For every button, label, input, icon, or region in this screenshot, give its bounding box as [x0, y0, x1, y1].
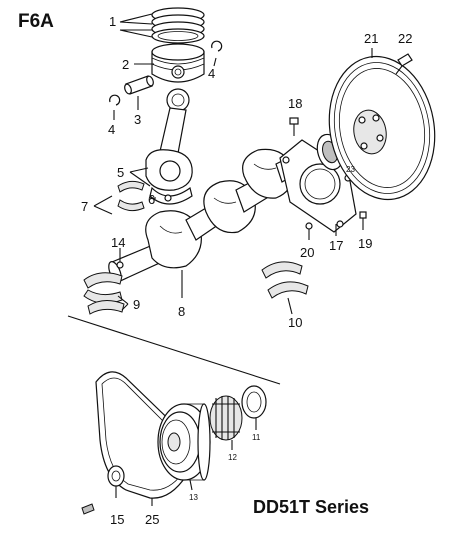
flywheel-icon: [328, 55, 436, 201]
crank-pulley-icon: [157, 403, 211, 481]
callout-4b: 4: [108, 122, 115, 137]
callout-25: 25: [145, 512, 159, 527]
piston-pin-icon: [124, 75, 154, 95]
piston-rings-icon: [151, 7, 205, 44]
callout-22: 22: [398, 31, 412, 46]
callout-15: 15: [110, 512, 124, 527]
callout-21: 21: [364, 31, 378, 46]
callout-14: 14: [111, 235, 125, 250]
callout-8: 8: [178, 304, 185, 319]
callout-4a: 4: [208, 66, 215, 81]
main-bearing-icon: [83, 272, 125, 315]
bolt-icon-22: [395, 53, 413, 75]
callout-6: 6: [148, 192, 155, 207]
separator-line: [67, 315, 281, 385]
callout-3: 3: [134, 112, 141, 127]
piston-icon: [151, 43, 205, 83]
bolt-icon: [289, 117, 299, 136]
callout-13: 13: [189, 493, 198, 502]
callout-18: 18: [288, 96, 302, 111]
circlip-icon: [211, 40, 223, 52]
callout-1: 1: [109, 14, 116, 29]
callout-23: 23: [346, 165, 355, 174]
callout-19: 19: [358, 236, 372, 251]
callout-20: 20: [300, 245, 314, 260]
callout-2: 2: [122, 57, 129, 72]
callout-17: 17: [329, 238, 343, 253]
callout-12: 12: [228, 453, 237, 462]
bolt-icon-15: [107, 465, 125, 487]
engine-code-title: F6A: [18, 11, 54, 32]
rod-bearing-icon: [117, 180, 145, 212]
callout-7: 7: [81, 199, 88, 214]
bolt-icon-19: [359, 211, 367, 230]
connecting-rod-icon: [145, 88, 193, 205]
series-label: DD51T Series: [253, 497, 369, 517]
timing-pulley-icon: [209, 395, 243, 441]
thrust-washer-icon: [261, 261, 309, 299]
thrust-washer-icon-11: [241, 385, 267, 419]
callout-9: 9: [133, 297, 140, 312]
callout-11: 11: [252, 433, 261, 442]
callout-10: 10: [288, 315, 302, 330]
circlip-icon-lower: [109, 94, 121, 106]
bolt-icon-small: [81, 503, 95, 515]
crankshaft-icon: [108, 148, 310, 283]
callout-5: 5: [117, 165, 124, 180]
